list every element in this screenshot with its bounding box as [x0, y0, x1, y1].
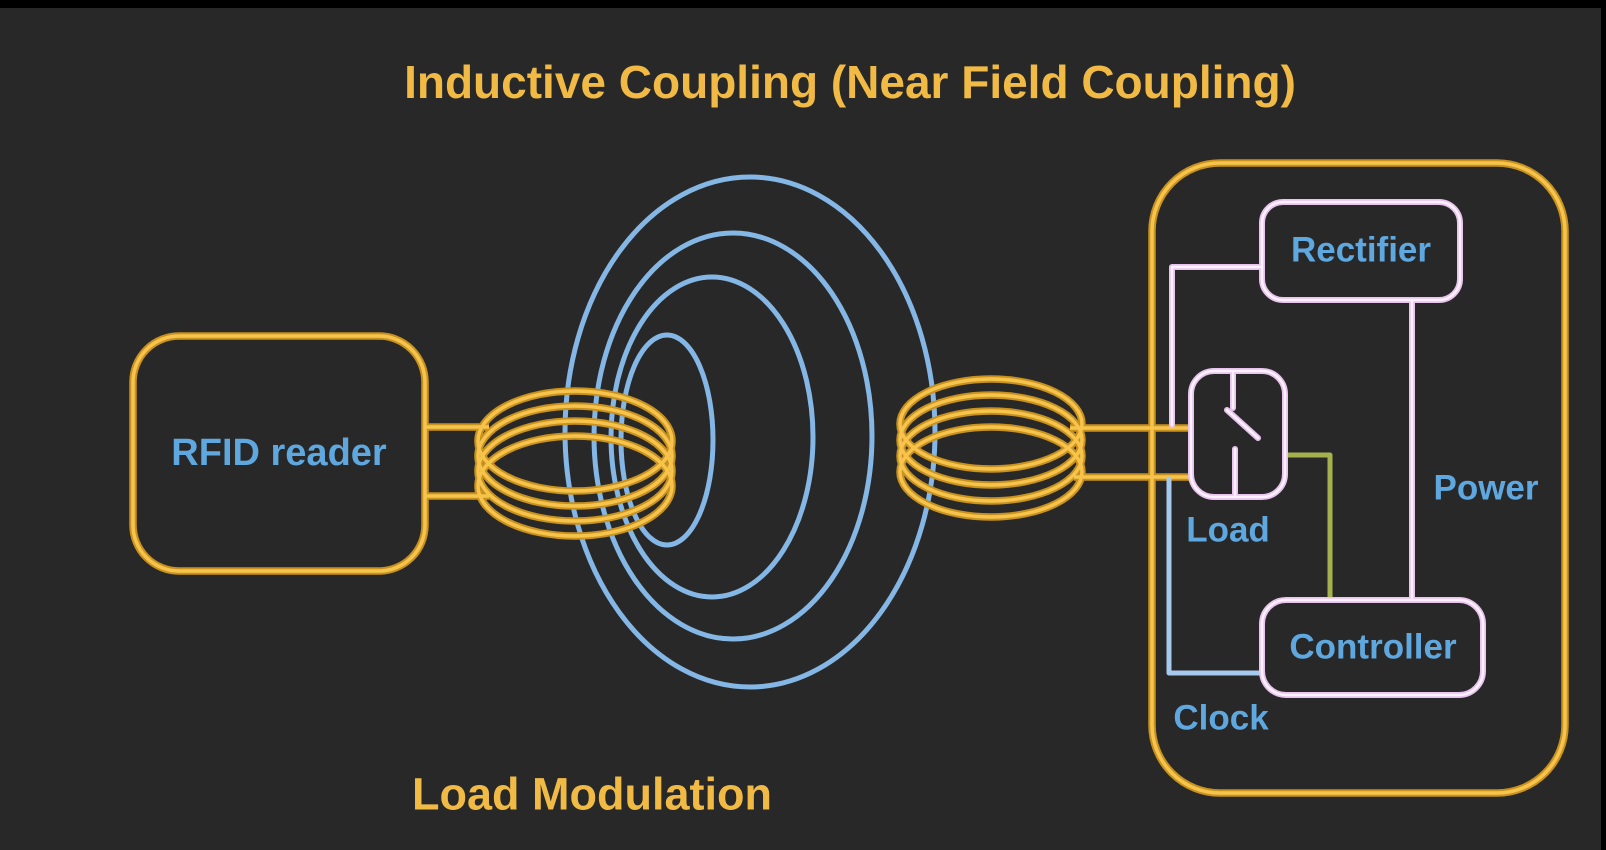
reader-label: RFID reader: [171, 432, 387, 474]
tag-signal-lines: [1166, 452, 1333, 676]
power-label: Power: [1433, 468, 1539, 508]
letterbox-right-bar: [1601, 0, 1606, 850]
pink-components-core-layer: [1170, 200, 1485, 697]
clock-label: Clock: [1173, 698, 1269, 738]
pink-components-outline-layer: [1172, 202, 1483, 695]
controller-label: Controller: [1289, 627, 1457, 667]
caption-load-modulation: Load Modulation: [412, 768, 772, 820]
controller-signal-line: [1282, 452, 1333, 601]
diagram-title: Inductive Coupling (Near Field Coupling): [404, 56, 1296, 108]
load-label: Load: [1186, 510, 1270, 550]
magnetic-field-lines: [562, 174, 938, 690]
clock-line: [1166, 476, 1263, 676]
field-ellipse-outer: [562, 174, 938, 690]
rectifier-label: Rectifier: [1290, 230, 1432, 270]
letterbox-top-bar: [0, 0, 1606, 8]
